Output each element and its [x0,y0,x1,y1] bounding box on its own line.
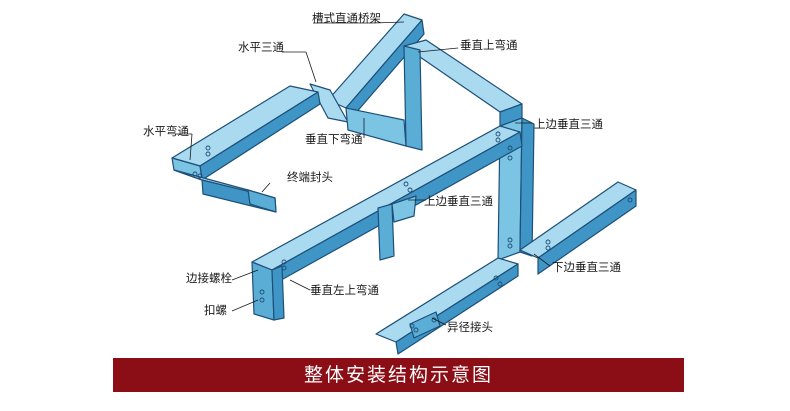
label-vertical-down-elbow: 垂直下弯通 [305,132,363,146]
label-upper-vertical-tee-1: 上边垂直三通 [534,117,603,131]
bolt-hole [507,155,513,161]
bolt-hole [192,171,198,177]
vertical-down-elbow [345,107,407,147]
leader-line [305,51,317,83]
bolt-hole [545,239,551,245]
bolt-hole [281,265,287,271]
leader-line [231,299,259,312]
leader-line [261,182,271,193]
bolt-hole [281,259,287,265]
bolt-hole [413,327,419,333]
label-vertical-up-elbow: 垂直上弯通 [460,38,518,52]
label-reducer: 异径接头 [447,320,493,334]
bolt-hole [259,297,265,303]
label-trough-tray: 槽式直通桥架 [312,11,381,25]
label-horizontal-elbow: 水平弯通 [143,124,189,138]
label-vertical-left-up-elbow: 垂直左上弯通 [310,283,379,297]
support-tee [391,195,417,223]
bolt-hole [545,245,551,251]
bolt-hole [407,187,413,193]
caption-banner: 整体安装结构示意图 [113,358,684,392]
bolt-hole [493,275,499,281]
label-side-bolt: 边接螺栓 [186,271,232,285]
bolt-hole [507,237,513,243]
bolt-hole [409,323,415,329]
leader-line [231,269,259,281]
bolt-hole [627,197,633,203]
bolt-hole [497,281,503,287]
bottom-run-side [395,263,519,355]
tray-structure [171,13,637,355]
vertical-up-elbow [403,45,423,151]
leader-line [431,317,447,326]
support-leg [377,203,395,261]
leader-line [371,21,405,24]
leader-line [417,47,459,53]
leader-line [189,133,193,161]
label-horizontal-tee: 水平三通 [238,40,284,54]
bolt-hole [205,145,211,151]
bolt-hole [403,181,409,187]
end-cap [247,189,277,213]
bolt-hole [495,131,501,137]
leader-line [533,253,551,267]
bolt-hole [495,137,501,143]
left-run-top [171,85,319,167]
label-clip-bolt: 扣螺 [204,303,227,317]
left-leg-side [271,265,285,321]
bolt-hole [507,243,513,249]
bolt-holes [192,131,633,333]
lower-tray-side [537,189,637,275]
label-lower-vertical-tee: 下边垂直三通 [552,260,621,274]
label-end-cap: 终端封头 [287,170,333,184]
leader-lines [175,21,551,326]
leader-line [289,279,311,291]
label-upper-vertical-tee-2: 上边垂直三通 [424,194,493,208]
bolt-hole [507,145,513,151]
bolt-hole [205,151,211,157]
right-column-side [519,117,535,257]
bolt-hole [259,289,265,295]
bolt-hole [197,173,203,179]
